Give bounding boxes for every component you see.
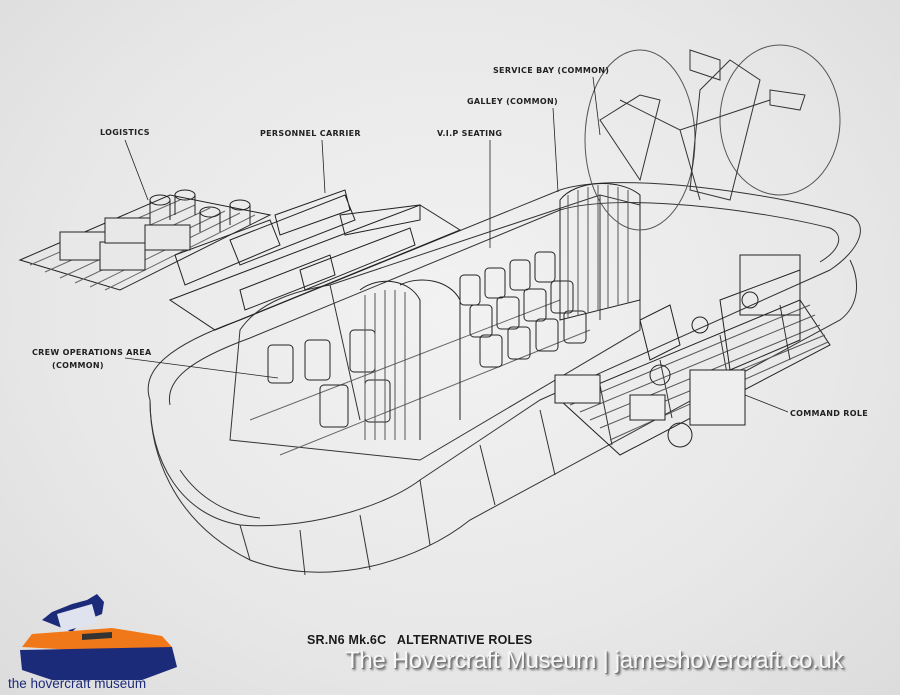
label-service-bay: SERVICE BAY (COMMON) (493, 66, 610, 75)
hull-skirt (147, 182, 861, 576)
leader-lines (124, 76, 789, 413)
crew-seats (267, 279, 461, 440)
hovercraft-museum-logo (20, 594, 177, 680)
personnel-carrier-seats (168, 189, 462, 331)
logistics-cargo (18, 189, 272, 291)
label-vip-seating: V.I.P SEATING (437, 129, 503, 138)
label-galley: GALLEY (COMMON) (467, 97, 558, 106)
watermark: The Hovercraft Museum | jameshovercraft.… (345, 647, 844, 674)
vip-seats (459, 251, 587, 368)
label-command-role: COMMAND ROLE (790, 409, 869, 418)
label-logistics: LOGISTICS (100, 128, 150, 137)
label-crew-operations-common: (COMMON) (52, 361, 104, 370)
logo-text: the hovercraft museum (8, 676, 147, 691)
label-crew-operations: CREW OPERATIONS AREA (32, 348, 152, 357)
galley (559, 183, 641, 321)
label-personnel-carrier: PERSONNEL CARRIER (260, 129, 361, 138)
command-role-area (554, 254, 831, 456)
diagram-title: SR.N6 Mk.6C ALTERNATIVE ROLES (307, 633, 533, 647)
service-bay-propellers (584, 44, 841, 231)
